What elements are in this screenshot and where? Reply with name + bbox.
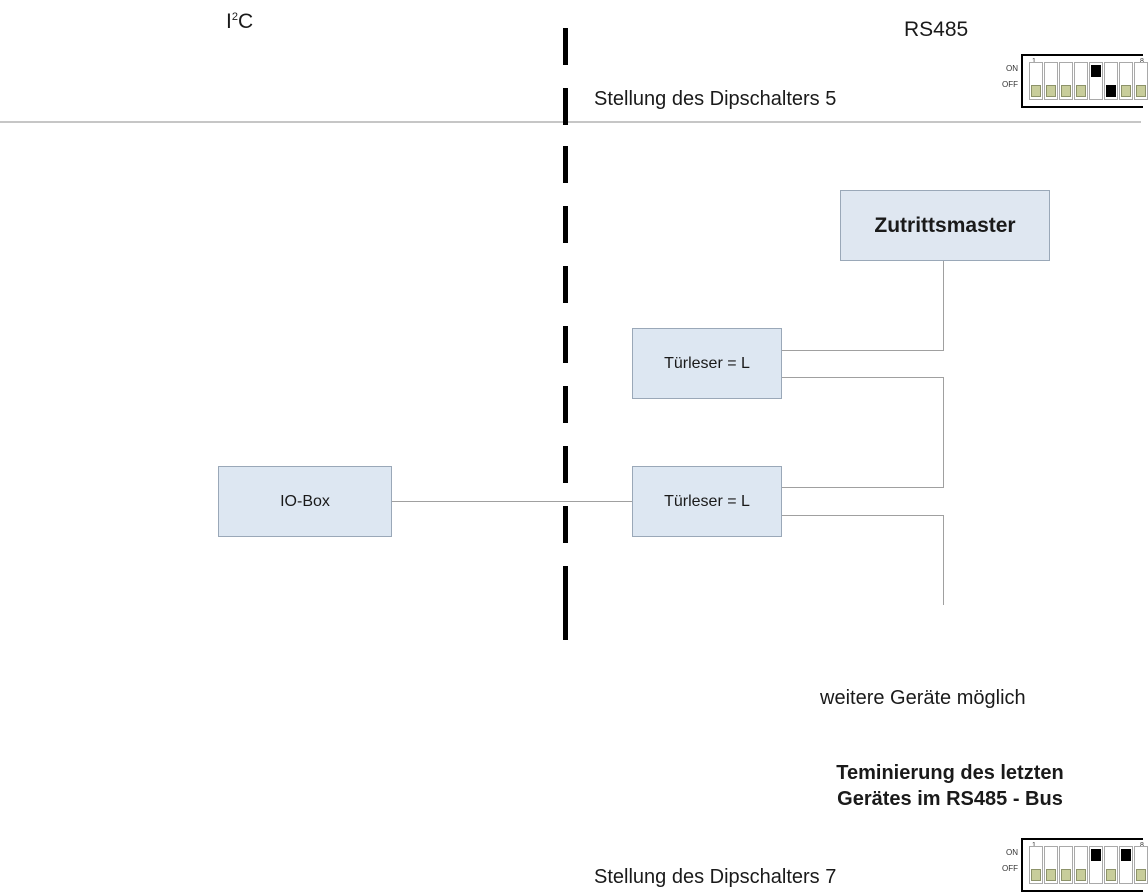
divider-dash (563, 326, 568, 363)
dip-switch-top: ON OFF 1 8 (996, 54, 1148, 108)
termination-note: Teminierung des letzten Gerätes im RS485… (800, 760, 1100, 812)
dip-knob-2 (1046, 869, 1056, 881)
dip-slot-4 (1074, 846, 1088, 884)
dip-bottom-off-label: OFF (1002, 864, 1018, 873)
dip-top-caption: Stellung des Dipschalters 5 (594, 88, 837, 110)
dip-knob-6 (1106, 85, 1116, 97)
wire-reader1-out (780, 377, 944, 378)
dip-bottom-first-num: 1 (1032, 842, 1036, 849)
dip-bottom-last-num: 8 (1140, 842, 1144, 849)
io-box: IO-Box (218, 466, 392, 537)
dip-slot-6 (1104, 846, 1118, 884)
dip-knob-7 (1121, 849, 1131, 861)
dip-knob-4 (1076, 869, 1086, 881)
tuerleser-box-2: Türleser = L (632, 466, 782, 537)
dip-knob-5 (1091, 65, 1101, 77)
divider-dash (563, 28, 568, 65)
dip-slot-2 (1044, 846, 1058, 884)
dip-slot-7 (1119, 846, 1133, 884)
dip-top-on-label: ON (1006, 64, 1018, 73)
tuerleser-2-label: Türleser = L (664, 492, 750, 510)
dip-knob-4 (1076, 85, 1086, 97)
wire-reader2-down (943, 515, 944, 605)
dip-slot-1 (1029, 846, 1043, 884)
zutrittsmaster-box: Zutrittsmaster (840, 190, 1050, 261)
zutrittsmaster-label: Zutrittsmaster (874, 213, 1016, 237)
dip-top-last-num: 8 (1140, 58, 1144, 65)
dip-knob-8 (1136, 869, 1146, 881)
dip-top-first-num: 1 (1032, 58, 1036, 65)
dip-slot-3 (1059, 846, 1073, 884)
divider-dash (563, 146, 568, 183)
dip-top-frame: 1 8 (1021, 54, 1148, 108)
termination-line-2: Gerätes im RS485 - Bus (837, 788, 1063, 810)
dip-slot-1 (1029, 62, 1043, 100)
i2c-header: I2C (226, 10, 253, 34)
tuerleser-1-label: Türleser = L (664, 354, 750, 372)
dip-knob-2 (1046, 85, 1056, 97)
section-divider (0, 121, 1141, 123)
dip-bottom-on-label: ON (1006, 848, 1018, 857)
dip-bottom-caption: Stellung des Dipschalters 7 (594, 866, 837, 888)
rs485-header: RS485 (904, 18, 969, 41)
dip-knob-7 (1121, 85, 1131, 97)
divider-dash (563, 506, 568, 543)
dip-slot-5 (1089, 62, 1103, 100)
wire-master-down (943, 261, 944, 350)
wire-reader2-out (780, 515, 944, 516)
dip-knob-6 (1106, 869, 1116, 881)
wire-reader1-down (943, 377, 944, 487)
divider-dash (563, 88, 568, 125)
dip-slot-8 (1134, 846, 1148, 884)
dip-knob-3 (1061, 85, 1071, 97)
dip-knob-1 (1031, 85, 1041, 97)
divider-dash (563, 603, 568, 640)
dip-knob-3 (1061, 869, 1071, 881)
dip-slot-6 (1104, 62, 1118, 100)
wire-reader2-in (780, 487, 944, 488)
dip-slot-8 (1134, 62, 1148, 100)
dip-slot-2 (1044, 62, 1058, 100)
tuerleser-box-1: Türleser = L (632, 328, 782, 399)
dip-knob-8 (1136, 85, 1146, 97)
termination-line-1: Teminierung des letzten (836, 762, 1064, 784)
divider-dash (563, 266, 568, 303)
wire-reader1-in (780, 350, 944, 351)
dip-bottom-frame: 1 8 (1021, 838, 1148, 892)
divider-dash (563, 386, 568, 423)
dip-slot-5 (1089, 846, 1103, 884)
dip-knob-5 (1091, 849, 1101, 861)
io-box-label: IO-Box (280, 492, 330, 510)
dip-knob-1 (1031, 869, 1041, 881)
dip-slot-7 (1119, 62, 1133, 100)
dip-switch-bottom: ON OFF 1 8 (996, 838, 1148, 892)
divider-dash (563, 566, 568, 603)
more-devices-note: weitere Geräte möglich (820, 687, 1026, 709)
dip-top-off-label: OFF (1002, 80, 1018, 89)
divider-dash (563, 206, 568, 243)
i2c-header-sup: 2 (231, 11, 238, 23)
dip-slot-3 (1059, 62, 1073, 100)
wire-i2c-link (391, 501, 633, 502)
divider-dash (563, 446, 568, 483)
i2c-header-prefix: I (226, 10, 232, 33)
i2c-header-suffix: C (237, 10, 254, 33)
dip-slot-4 (1074, 62, 1088, 100)
